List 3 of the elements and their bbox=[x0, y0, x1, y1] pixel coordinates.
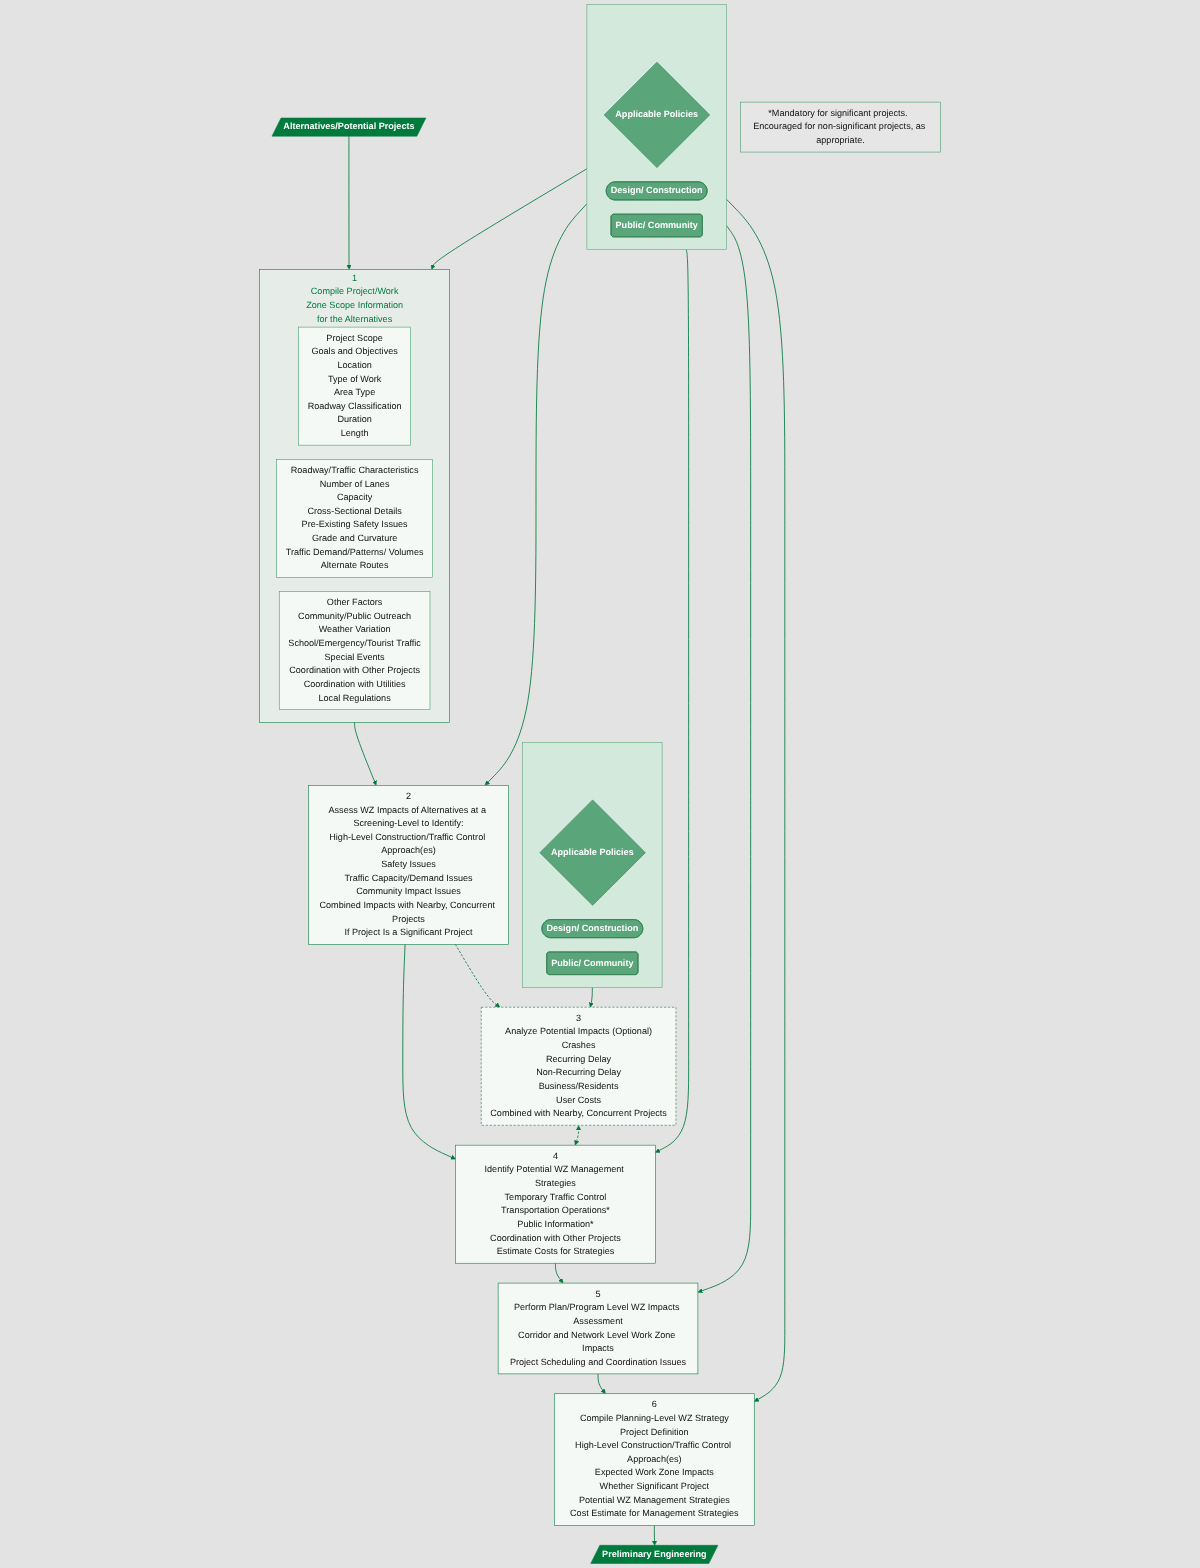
cluster bbox=[586, 4, 727, 250]
arrow bbox=[574, 1125, 582, 1146]
cluster bbox=[522, 742, 663, 988]
